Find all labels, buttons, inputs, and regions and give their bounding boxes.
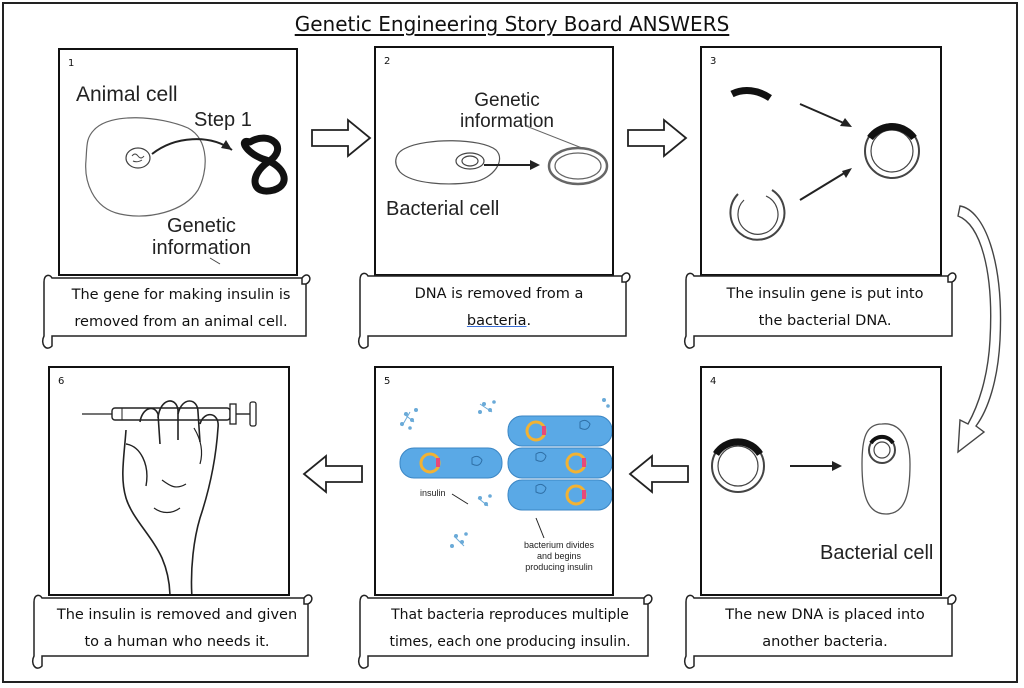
caption-text-6: The insulin is removed and given to a hu…	[52, 592, 302, 666]
curved-arrow-down-icon	[957, 205, 1002, 454]
caption-scroll-6: The insulin is removed and given to a hu…	[30, 586, 314, 672]
panel-number: 3	[710, 56, 717, 67]
scroll-frame-icon	[31, 594, 313, 669]
caption-line1: The new DNA is placed into	[725, 607, 925, 623]
panel-6-image: 6	[48, 366, 290, 596]
divides-line3: producing insulin	[525, 562, 593, 572]
caption-scroll-4: The new DNA is placed into another bacte…	[682, 586, 958, 672]
hollow-arrow-right-icon	[311, 118, 372, 158]
panel-number: 2	[384, 56, 391, 67]
animal-cell-drawing	[85, 117, 288, 265]
caption-text-1: The gene for making insulin is removed f…	[62, 272, 300, 346]
page-title: Genetic Engineering Story Board ANSWERS	[294, 12, 730, 36]
animal-cell-label: Animal cell	[76, 83, 178, 106]
caption-scroll-1: The gene for making insulin is removed f…	[40, 266, 312, 352]
step-label: Step 1	[194, 109, 252, 131]
scroll-frame-icon	[357, 594, 653, 669]
gene-insertion-drawing	[729, 87, 920, 241]
bacterium-divides-label: bacterium divides and begins producing i…	[524, 540, 594, 573]
caption-line1: The gene for making insulin is	[71, 287, 291, 303]
divides-line2: and begins	[536, 551, 582, 561]
genetic-info-label: Genetic information	[152, 215, 251, 259]
scroll-frame-icon	[41, 274, 311, 349]
caption-word-bacteria: bacteria	[466, 313, 527, 329]
genetic-info-line1: Genetic	[167, 215, 236, 237]
caption-scroll-3: The insulin gene is put into the bacteri…	[682, 264, 958, 352]
caption-text-5: That bacteria reproduces multiple times,…	[378, 592, 642, 666]
panel-5-image: 5 insulin bacterium divides and begins p…	[374, 366, 614, 596]
panel-number: 5	[384, 376, 391, 387]
syringe-hand-icon	[82, 400, 257, 594]
scroll-frame-icon	[683, 594, 957, 669]
panel-1-image: 1 Animal cell Step 1 Genetic information	[58, 48, 298, 276]
panel-4-image: 4 Bacterial cell	[700, 366, 942, 596]
new-dna-into-bacteria-drawing	[711, 423, 911, 515]
genetic-info-line2: information	[152, 237, 251, 259]
caption-line1: The insulin gene is put into	[726, 286, 924, 302]
caption-text-3: The insulin gene is put into the bacteri…	[704, 270, 946, 346]
panel-number: 4	[710, 376, 717, 387]
caption-line1: DNA is removed from a	[414, 286, 584, 302]
panel-number: 6	[58, 376, 65, 387]
caption-line2: bacteria.	[467, 308, 531, 335]
scroll-frame-icon	[683, 272, 957, 349]
bacterial-cell-drawing	[395, 125, 609, 186]
divides-line1: bacterium divides	[524, 540, 595, 550]
caption-line2: removed from an animal cell.	[74, 314, 288, 330]
caption-period: .	[526, 313, 532, 329]
caption-line2: the bacterial DNA.	[758, 313, 892, 329]
caption-line1: That bacteria reproduces multiple	[391, 607, 629, 623]
bacterial-cell-label: Bacterial cell	[820, 542, 934, 564]
hollow-arrow-left-icon	[302, 454, 363, 494]
scroll-frame-icon	[357, 272, 631, 349]
caption-line2: to a human who needs it.	[84, 634, 270, 650]
hollow-arrow-right-icon	[627, 118, 688, 158]
panel-2-image: 2 Genetic information Bacterial cell	[374, 46, 614, 276]
caption-text-2: DNA is removed from a bacteria.	[378, 270, 620, 346]
caption-line2: times, each one producing insulin.	[389, 634, 631, 650]
genetic-info-label: Genetic information	[460, 90, 554, 132]
genetic-info-line2: information	[460, 111, 554, 132]
panel-number: 1	[68, 58, 75, 69]
genetic-info-line1: Genetic	[474, 90, 540, 111]
bacteria-reproducing-drawing	[399, 398, 612, 548]
caption-line2: another bacteria.	[762, 634, 888, 650]
caption-text-4: The new DNA is placed into another bacte…	[704, 592, 946, 666]
caption-scroll-5: That bacteria reproduces multiple times,…	[356, 586, 654, 672]
bacterial-cell-label: Bacterial cell	[386, 198, 500, 220]
insulin-label: insulin	[420, 488, 446, 498]
panel-3-image: 3	[700, 46, 942, 276]
caption-line1: The insulin is removed and given	[56, 607, 298, 623]
hollow-arrow-left-icon	[628, 454, 689, 494]
caption-scroll-2: DNA is removed from a bacteria.	[356, 264, 632, 352]
